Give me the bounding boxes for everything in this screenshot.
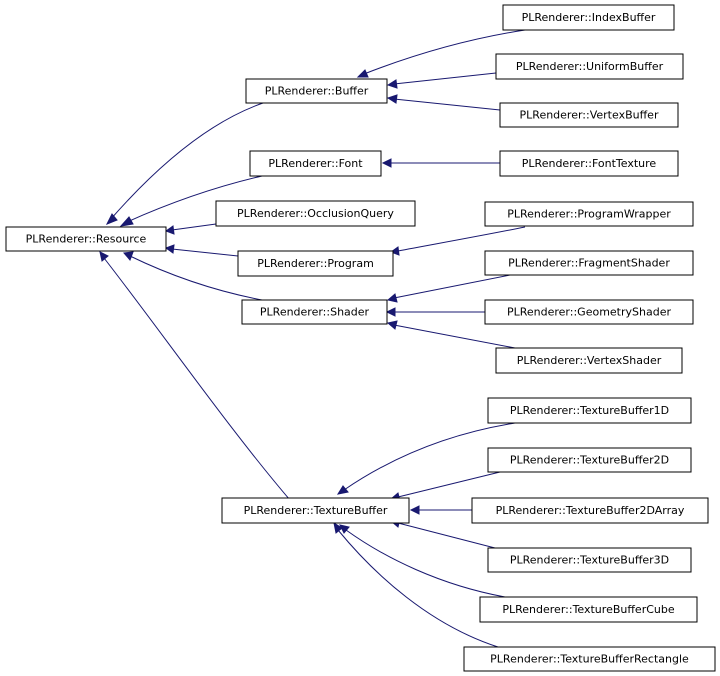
node-label: PLRenderer::TextureBufferRectangle xyxy=(490,653,689,666)
node-shader[interactable]: PLRenderer::Shader xyxy=(241,299,388,325)
edge-buffer-resource xyxy=(109,102,264,221)
arrowhead-icon xyxy=(356,69,369,78)
arrowhead-icon xyxy=(386,79,398,89)
node-label: PLRenderer::TextureBuffer2DArray xyxy=(496,504,685,517)
node-label: PLRenderer::TextureBuffer1D xyxy=(510,404,669,417)
node-label: PLRenderer::IndexBuffer xyxy=(522,11,656,24)
node-label: PLRenderer::ProgramWrapper xyxy=(507,208,671,221)
node-font-texture[interactable]: PLRenderer::FontTexture xyxy=(499,150,679,177)
arrowhead-icon xyxy=(105,213,118,225)
node-label: PLRenderer::VertexBuffer xyxy=(520,109,659,122)
node-label: PLRenderer::GeometryShader xyxy=(507,306,671,319)
node-texture-buffer-cube[interactable]: PLRenderer::TextureBufferCube xyxy=(479,596,698,623)
node-label: PLRenderer::TextureBufferCube xyxy=(502,603,674,616)
edges xyxy=(99,29,526,648)
edge-vertexshader-shader xyxy=(393,324,516,349)
node-label: PLRenderer::Buffer xyxy=(265,85,369,98)
edge-indexbuffer-buffer xyxy=(363,29,526,75)
node-geometry-shader[interactable]: PLRenderer::GeometryShader xyxy=(484,299,694,325)
node-texture-buffer-2d[interactable]: PLRenderer::TextureBuffer2D xyxy=(487,447,692,473)
edge-fragmentshader-shader xyxy=(393,274,511,299)
node-label: PLRenderer::Shader xyxy=(260,306,370,319)
node-label: PLRenderer::OcclusionQuery xyxy=(237,207,394,220)
node-label: PLRenderer::FontTexture xyxy=(522,157,657,170)
node-texture-buffer-rectangle[interactable]: PLRenderer::TextureBufferRectangle xyxy=(463,646,716,672)
edge-shader-resource xyxy=(129,255,263,301)
arrowhead-icon xyxy=(386,293,398,303)
arrowhead-icon xyxy=(164,244,175,254)
edge-tbcube-texturebuffer xyxy=(345,529,506,598)
arrowhead-icon xyxy=(333,521,343,534)
edge-tb2d-texturebuffer xyxy=(397,471,501,498)
node-vertex-shader[interactable]: PLRenderer::VertexShader xyxy=(495,347,683,374)
node-label: PLRenderer::Font xyxy=(268,157,363,170)
node-program[interactable]: PLRenderer::Program xyxy=(237,250,394,277)
node-label: PLRenderer::FragmentShader xyxy=(508,257,670,270)
node-label: PLRenderer::TextureBuffer3D xyxy=(510,554,669,567)
edge-font-resource xyxy=(126,175,263,223)
arrowhead-icon xyxy=(381,158,392,168)
node-fragment-shader[interactable]: PLRenderer::FragmentShader xyxy=(484,250,694,276)
arrowhead-icon xyxy=(99,251,109,262)
edge-tb1d-texturebuffer xyxy=(343,422,516,491)
node-index-buffer[interactable]: PLRenderer::IndexBuffer xyxy=(502,4,675,31)
edge-tbrect-texturebuffer xyxy=(337,529,499,648)
edge-texturebuffer-resource xyxy=(103,257,291,501)
edge-occlusion-resource xyxy=(171,223,217,231)
arrowhead-icon xyxy=(119,216,134,227)
node-vertex-buffer[interactable]: PLRenderer::VertexBuffer xyxy=(499,102,679,128)
edge-uniformbuffer-buffer xyxy=(393,72,497,85)
arrowhead-icon xyxy=(339,524,350,534)
arrowhead-icon xyxy=(386,320,398,330)
arrowhead-icon xyxy=(389,246,400,256)
arrowhead-icon xyxy=(123,251,134,261)
node-occlusion-query[interactable]: PLRenderer::OcclusionQuery xyxy=(215,200,416,227)
node-uniform-buffer[interactable]: PLRenderer::UniformBuffer xyxy=(495,53,684,80)
node-program-wrapper[interactable]: PLRenderer::ProgramWrapper xyxy=(484,201,694,227)
node-label: PLRenderer::VertexShader xyxy=(517,354,662,367)
nodes: PLRenderer::Resource PLRenderer::Buffer … xyxy=(5,4,716,672)
arrowhead-icon xyxy=(385,307,396,317)
node-resource[interactable]: PLRenderer::Resource xyxy=(5,226,167,252)
node-texture-buffer-1d[interactable]: PLRenderer::TextureBuffer1D xyxy=(487,397,692,424)
node-label: PLRenderer::TextureBuffer xyxy=(244,504,388,517)
node-label: PLRenderer::Program xyxy=(257,257,374,270)
node-label: PLRenderer::TextureBuffer2D xyxy=(510,454,669,467)
edge-program-resource xyxy=(171,248,239,257)
node-font[interactable]: PLRenderer::Font xyxy=(249,150,382,177)
node-texture-buffer-2d-array[interactable]: PLRenderer::TextureBuffer2DArray xyxy=(471,497,709,524)
edge-vertexbuffer-buffer xyxy=(393,98,501,111)
arrowhead-icon xyxy=(164,225,175,235)
node-texture-buffer-3d[interactable]: PLRenderer::TextureBuffer3D xyxy=(487,547,692,573)
arrowhead-icon xyxy=(409,505,420,515)
arrowhead-icon xyxy=(336,485,349,495)
node-buffer[interactable]: PLRenderer::Buffer xyxy=(245,78,388,104)
arrowhead-icon xyxy=(386,94,398,104)
node-label: PLRenderer::UniformBuffer xyxy=(516,60,664,73)
edge-tb3d-texturebuffer xyxy=(397,522,496,549)
node-texture-buffer[interactable]: PLRenderer::TextureBuffer xyxy=(221,497,410,524)
edge-programwrapper-program xyxy=(397,226,526,252)
node-label: PLRenderer::Resource xyxy=(26,233,147,246)
